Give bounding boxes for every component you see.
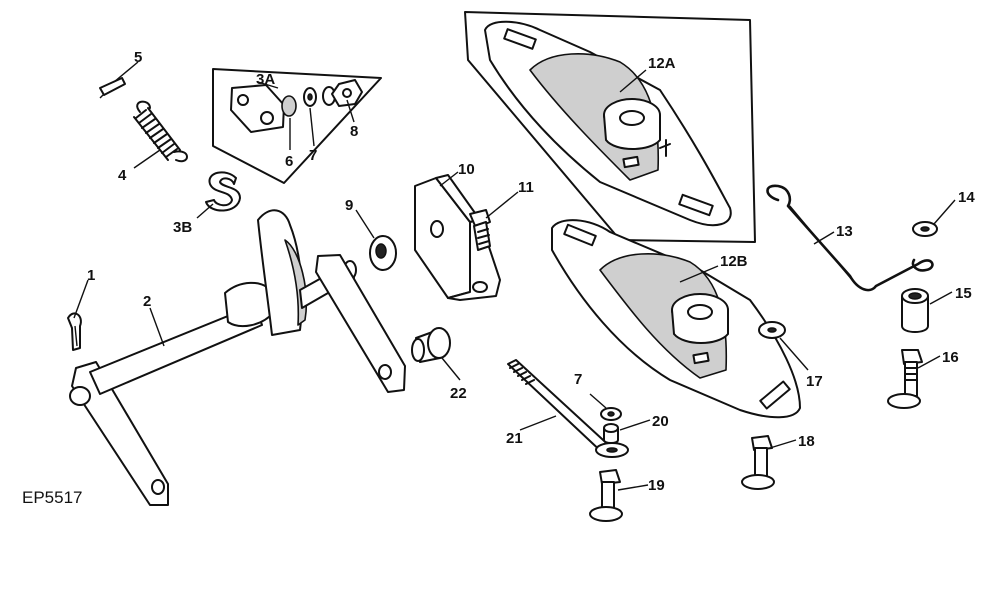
part-4-spring xyxy=(133,100,188,163)
callout-10: 10 xyxy=(458,161,475,178)
part-16-bolt xyxy=(887,349,923,409)
part-10-bracket xyxy=(414,174,501,301)
part-17-washer xyxy=(758,321,786,339)
callout-labels: 5 3A 6 7 8 4 3B 1 2 9 10 11 12A 12B 13 1… xyxy=(22,49,975,507)
part-14-washer xyxy=(912,221,938,237)
callout-7-lower: 7 xyxy=(574,371,582,388)
part-19-bolt xyxy=(589,469,623,522)
part-7-lower-washer xyxy=(600,407,622,421)
part-2-shaft-assembly xyxy=(69,209,406,506)
callout-12b: 12B xyxy=(720,253,748,270)
callout-14: 14 xyxy=(958,189,975,206)
callout-1: 1 xyxy=(87,267,95,284)
callout-13: 13 xyxy=(836,223,853,240)
part-13-rod xyxy=(766,184,934,292)
callout-2: 2 xyxy=(143,293,151,310)
part-15-spacer xyxy=(901,288,929,333)
callout-6: 6 xyxy=(285,153,293,170)
callout-21: 21 xyxy=(506,430,523,447)
part-22-pin xyxy=(411,327,451,363)
figure-code: EP5517 xyxy=(22,488,83,507)
callout-4: 4 xyxy=(118,167,127,184)
callout-9: 9 xyxy=(345,197,353,214)
callout-3b: 3B xyxy=(173,219,192,236)
callout-8: 8 xyxy=(350,123,358,140)
callout-22: 22 xyxy=(450,385,467,402)
callout-11: 11 xyxy=(518,179,534,196)
part-5-pin xyxy=(99,77,126,99)
hardware-inset-box xyxy=(212,68,382,184)
callout-18: 18 xyxy=(798,433,815,450)
leader-lines xyxy=(73,61,956,491)
callout-15: 15 xyxy=(955,285,972,302)
callout-12a: 12A xyxy=(648,55,676,72)
part-21-rod xyxy=(507,359,615,457)
part-12b-plate xyxy=(551,219,801,419)
callout-20: 20 xyxy=(652,413,669,430)
part-20-spacer-washer xyxy=(595,423,629,458)
part-6-bushing xyxy=(281,95,297,117)
callout-5: 5 xyxy=(134,49,142,66)
part-11-bolt xyxy=(469,209,491,251)
callout-7-upper: 7 xyxy=(309,147,317,164)
part-3a-plate xyxy=(230,84,285,133)
part-3b-clip xyxy=(205,171,241,212)
callout-17: 17 xyxy=(806,373,823,390)
callout-16: 16 xyxy=(942,349,959,366)
callout-19: 19 xyxy=(648,477,665,494)
part-1-cotter-pin xyxy=(67,312,82,351)
plate-inset-box xyxy=(464,11,756,243)
callout-3a: 3A xyxy=(256,71,275,88)
part-9-washer xyxy=(369,235,397,271)
part-18-bolt xyxy=(741,435,775,490)
